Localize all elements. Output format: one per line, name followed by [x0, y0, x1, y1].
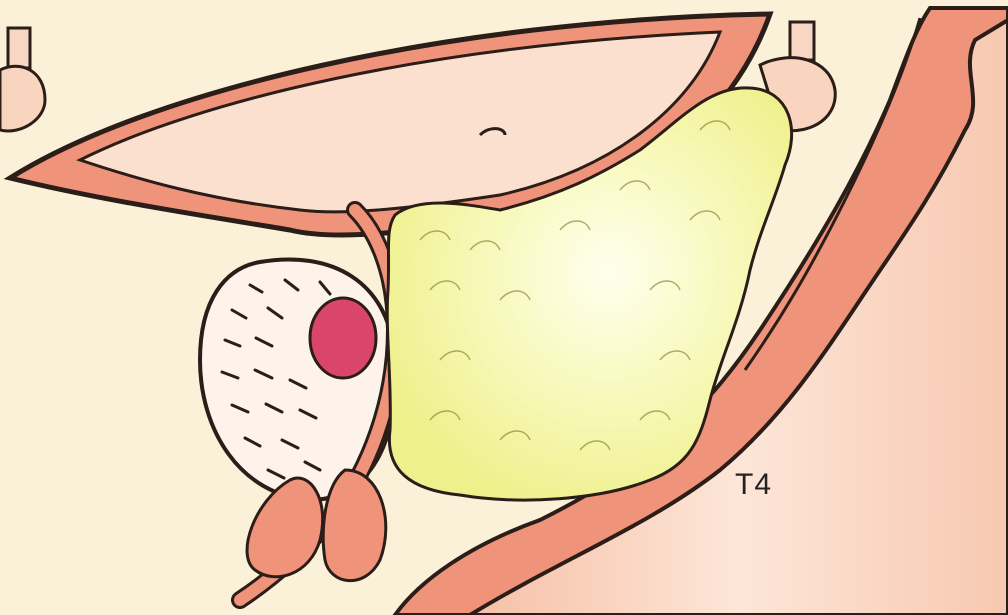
tumor-nodule [310, 298, 376, 378]
stage-label: T4 [735, 468, 772, 502]
left-ureter [0, 28, 45, 131]
